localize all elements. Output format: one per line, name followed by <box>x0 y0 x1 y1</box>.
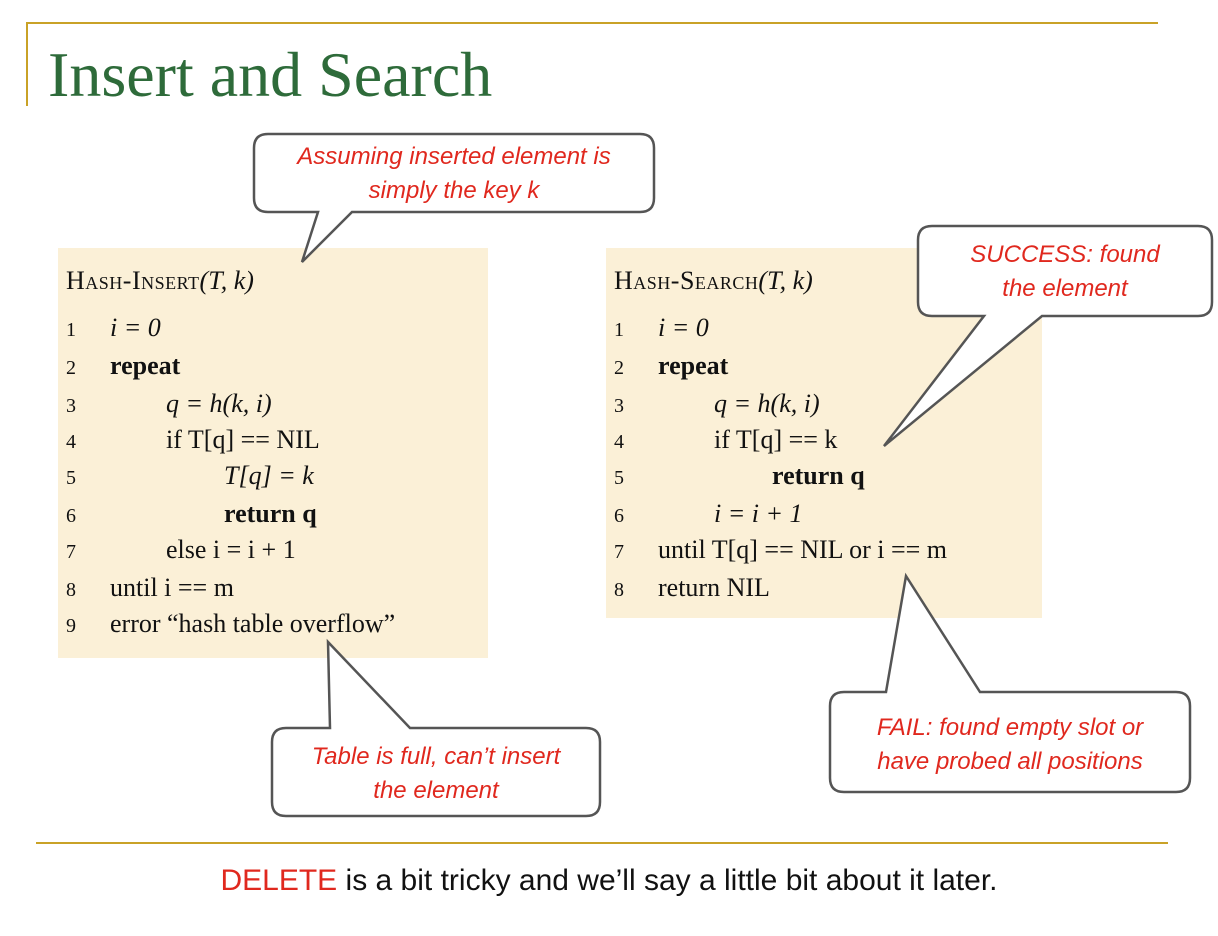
callout-success-line2: the element <box>1002 275 1128 302</box>
hash-insert-params: (T, k) <box>199 266 254 295</box>
hash-insert-name: Hash-Insert <box>66 266 200 295</box>
code-line: 1 i = 0 <box>66 312 161 344</box>
callout-success-line1: SUCCESS: found <box>970 241 1160 268</box>
code-text: until T[q] == NIL or i == m <box>658 535 948 564</box>
footer-keyword: DELETE <box>220 864 338 897</box>
line-number: 7 <box>614 541 624 563</box>
code-text: return q <box>772 461 865 490</box>
code-text: i = 0 <box>658 313 709 342</box>
line-number: 8 <box>614 579 624 601</box>
top-rule <box>26 22 1158 24</box>
code-line: 4 if T[q] == NIL <box>66 424 320 456</box>
code-text: until i == m <box>110 573 234 602</box>
code-line: 2 repeat <box>614 350 728 382</box>
code-line: 6 return q <box>66 498 317 530</box>
footer-text: is a bit tricky and we’ll say a little b… <box>337 864 998 897</box>
line-number: 8 <box>66 579 76 601</box>
code-line: 7 else i = i + 1 <box>66 534 296 566</box>
callout-fail: FAIL: found empty slot or have probed al… <box>830 711 1190 779</box>
code-line: 5 return q <box>614 460 865 492</box>
line-number: 1 <box>66 319 76 341</box>
code-line: 9 error “hash table overflow” <box>66 608 395 640</box>
line-number: 2 <box>66 357 76 379</box>
left-rule <box>26 22 28 106</box>
callout-full-line2: the element <box>373 777 499 804</box>
line-number: 2 <box>614 357 624 379</box>
code-text: else i = i + 1 <box>166 535 296 564</box>
code-line: 6 i = i + 1 <box>614 498 803 530</box>
hash-search-name: Hash-Search <box>614 266 759 295</box>
line-number: 5 <box>66 467 76 489</box>
callout-full: Table is full, can’t insert the element <box>272 740 600 808</box>
line-number: 6 <box>614 505 624 527</box>
code-text: repeat <box>658 351 729 380</box>
footer-note: DELETE is a bit tricky and we’ll say a l… <box>0 864 1218 898</box>
code-line: 4 if T[q] == k <box>614 424 837 456</box>
code-text: if T[q] == NIL <box>166 425 320 454</box>
code-line: 8 return NIL <box>614 572 770 604</box>
code-text: repeat <box>110 351 181 380</box>
code-line: 1 i = 0 <box>614 312 709 344</box>
callout-success: SUCCESS: found the element <box>918 238 1212 306</box>
code-line: 8 until i == m <box>66 572 234 604</box>
slide-title: Insert and Search <box>48 39 493 110</box>
line-number: 4 <box>66 431 76 453</box>
code-text: if T[q] == k <box>714 425 838 454</box>
hash-search-params: (T, k) <box>758 266 813 295</box>
line-number: 9 <box>66 615 76 637</box>
code-line: 7 until T[q] == NIL or i == m <box>614 534 947 566</box>
line-number: 3 <box>66 395 76 417</box>
code-text: i = i + 1 <box>714 499 803 528</box>
hash-insert-code-box: Hash-Insert(T, k) 1 i = 0 2 repeat 3 q = h(… <box>58 248 488 658</box>
callout-assume: Assuming inserted element is simply the … <box>254 140 654 208</box>
code-line: 3 q = h(k, i) <box>66 388 272 420</box>
line-number: 4 <box>614 431 624 453</box>
line-number: 3 <box>614 395 624 417</box>
line-number: 7 <box>66 541 76 563</box>
callout-full-line1: Table is full, can’t insert <box>311 743 561 770</box>
callout-assume-line2: simply the key k <box>368 177 540 204</box>
code-line: 2 repeat <box>66 350 180 382</box>
code-text: i = 0 <box>110 313 161 342</box>
code-text: error “hash table overflow” <box>110 609 396 638</box>
code-text: T[q] = k <box>224 461 314 490</box>
callout-fail-line2: have probed all positions <box>877 748 1143 775</box>
code-text: q = h(k, i) <box>166 389 272 418</box>
code-text: q = h(k, i) <box>714 389 820 418</box>
line-number: 6 <box>66 505 76 527</box>
code-line: 5 T[q] = k <box>66 460 314 492</box>
callout-assume-line1: Assuming inserted element is <box>297 143 611 170</box>
line-number: 5 <box>614 467 624 489</box>
line-number: 1 <box>614 319 624 341</box>
code-line: 3 q = h(k, i) <box>614 388 820 420</box>
hash-search-header: Hash-Search(T, k) <box>614 266 813 296</box>
bottom-rule <box>36 842 1168 844</box>
code-text: return NIL <box>658 573 770 602</box>
hash-insert-header: Hash-Insert(T, k) <box>66 266 254 296</box>
code-text: return q <box>224 499 317 528</box>
callout-fail-line1: FAIL: found empty slot or <box>876 714 1144 741</box>
